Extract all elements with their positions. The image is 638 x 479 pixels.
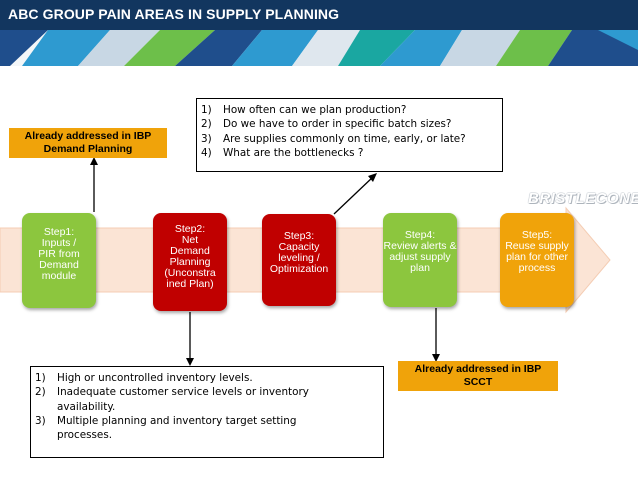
step2-line: ined Plan) <box>166 278 214 290</box>
step1-line: module <box>41 270 77 282</box>
question-text: Do we have to order in specific batch si… <box>223 118 452 131</box>
ibp-scct-line1: Already addressed in IBP <box>414 363 542 375</box>
step4-box: Step4: Review alerts & adjust supply pla… <box>383 213 457 307</box>
question-item: 4) What are the bottlenecks ? <box>197 146 502 160</box>
issue-number: 1) <box>35 372 46 384</box>
step4-line: Step4: <box>404 229 436 241</box>
issue-text: availability. <box>57 400 116 413</box>
question-number: 3) <box>201 132 212 145</box>
ibp-demand-line2: Demand Planning <box>43 143 133 155</box>
issue-number: 2) <box>35 386 46 399</box>
question-text: Are supplies commonly on time, early, or… <box>223 132 466 145</box>
step1-line: PIR from <box>38 248 80 260</box>
question-item: 3) Are supplies commonly on time, early, … <box>197 132 502 146</box>
step2-box: Step2: Net Demand Planning (Unconstra in… <box>153 213 227 311</box>
ibp-demand-planning-note: Already addressed in IBP Demand Planning <box>9 128 167 158</box>
issue-text: Inadequate customer service levels or in… <box>57 386 309 399</box>
decorative-header-band <box>0 30 638 66</box>
step3-line: leveling / <box>278 252 320 264</box>
step4-line: Review alerts & <box>383 240 457 252</box>
step2-line: Demand <box>170 245 210 257</box>
issue-number: 3) <box>35 414 46 427</box>
step5-box: Step5: Reuse supply plan for other proce… <box>500 213 574 307</box>
step1-line: Inputs / <box>41 237 77 249</box>
step3-line: Optimization <box>269 263 329 275</box>
issues-callout: 1) High or uncontrolled inventory levels… <box>30 366 384 458</box>
step1-line: Demand <box>39 259 79 271</box>
step5-line: plan for other <box>506 251 568 263</box>
ibp-scct-line2: SCCT <box>463 376 493 388</box>
step5-line: process <box>518 262 556 274</box>
step3-line: Step3: <box>283 230 315 242</box>
step3-line: Capacity <box>278 241 320 253</box>
step2-line: Step2: <box>174 223 206 235</box>
step4-line: plan <box>410 262 430 274</box>
questions-callout: 1) How often can we plan production? 2) Do… <box>196 98 503 172</box>
step4-line: adjust supply <box>389 251 451 263</box>
question-text: How often can we plan production? <box>223 104 407 116</box>
issue-text: High or uncontrolled inventory levels. <box>57 372 253 384</box>
step2-line: Planning <box>169 256 211 268</box>
slide-title: ABC GROUP PAIN AREAS IN SUPPLY PLANNING <box>8 6 340 22</box>
question-number: 4) <box>201 146 212 159</box>
step5-line: Step5: <box>521 229 553 241</box>
bristlecone-logo: BRISTLECONE <box>528 190 638 207</box>
ibp-demand-line1: Already addressed in IBP <box>24 130 152 142</box>
step2-line: Net <box>181 234 199 246</box>
step5-line: Reuse supply <box>505 240 569 252</box>
step2-line: (Unconstra <box>164 267 216 279</box>
issue-text: Multiple planning and inventory target s… <box>57 414 297 427</box>
issue-item: 2) Inadequate customer service levels or… <box>31 385 383 414</box>
issue-text: processes. <box>57 429 113 442</box>
title-bar: ABC GROUP PAIN AREAS IN SUPPLY PLANNING <box>0 0 638 30</box>
question-number: 1) <box>201 104 212 116</box>
question-text: What are the bottlenecks ? <box>223 146 364 159</box>
question-item: 2) Do we have to order in specific batch … <box>197 117 502 131</box>
ibp-scct-note: Already addressed in IBP SCCT <box>398 361 558 391</box>
question-item: 1) How often can we plan production? <box>197 103 502 117</box>
step1-line: Step1: <box>43 226 75 238</box>
question-number: 2) <box>201 118 212 131</box>
issue-item: 3) Multiple planning and inventory targe… <box>31 414 383 443</box>
step3-box: Step3: Capacity leveling / Optimization <box>262 214 336 306</box>
step1-box: Step1: Inputs / PIR from Demand module <box>22 213 96 308</box>
issue-item: 1) High or uncontrolled inventory levels… <box>31 371 383 385</box>
